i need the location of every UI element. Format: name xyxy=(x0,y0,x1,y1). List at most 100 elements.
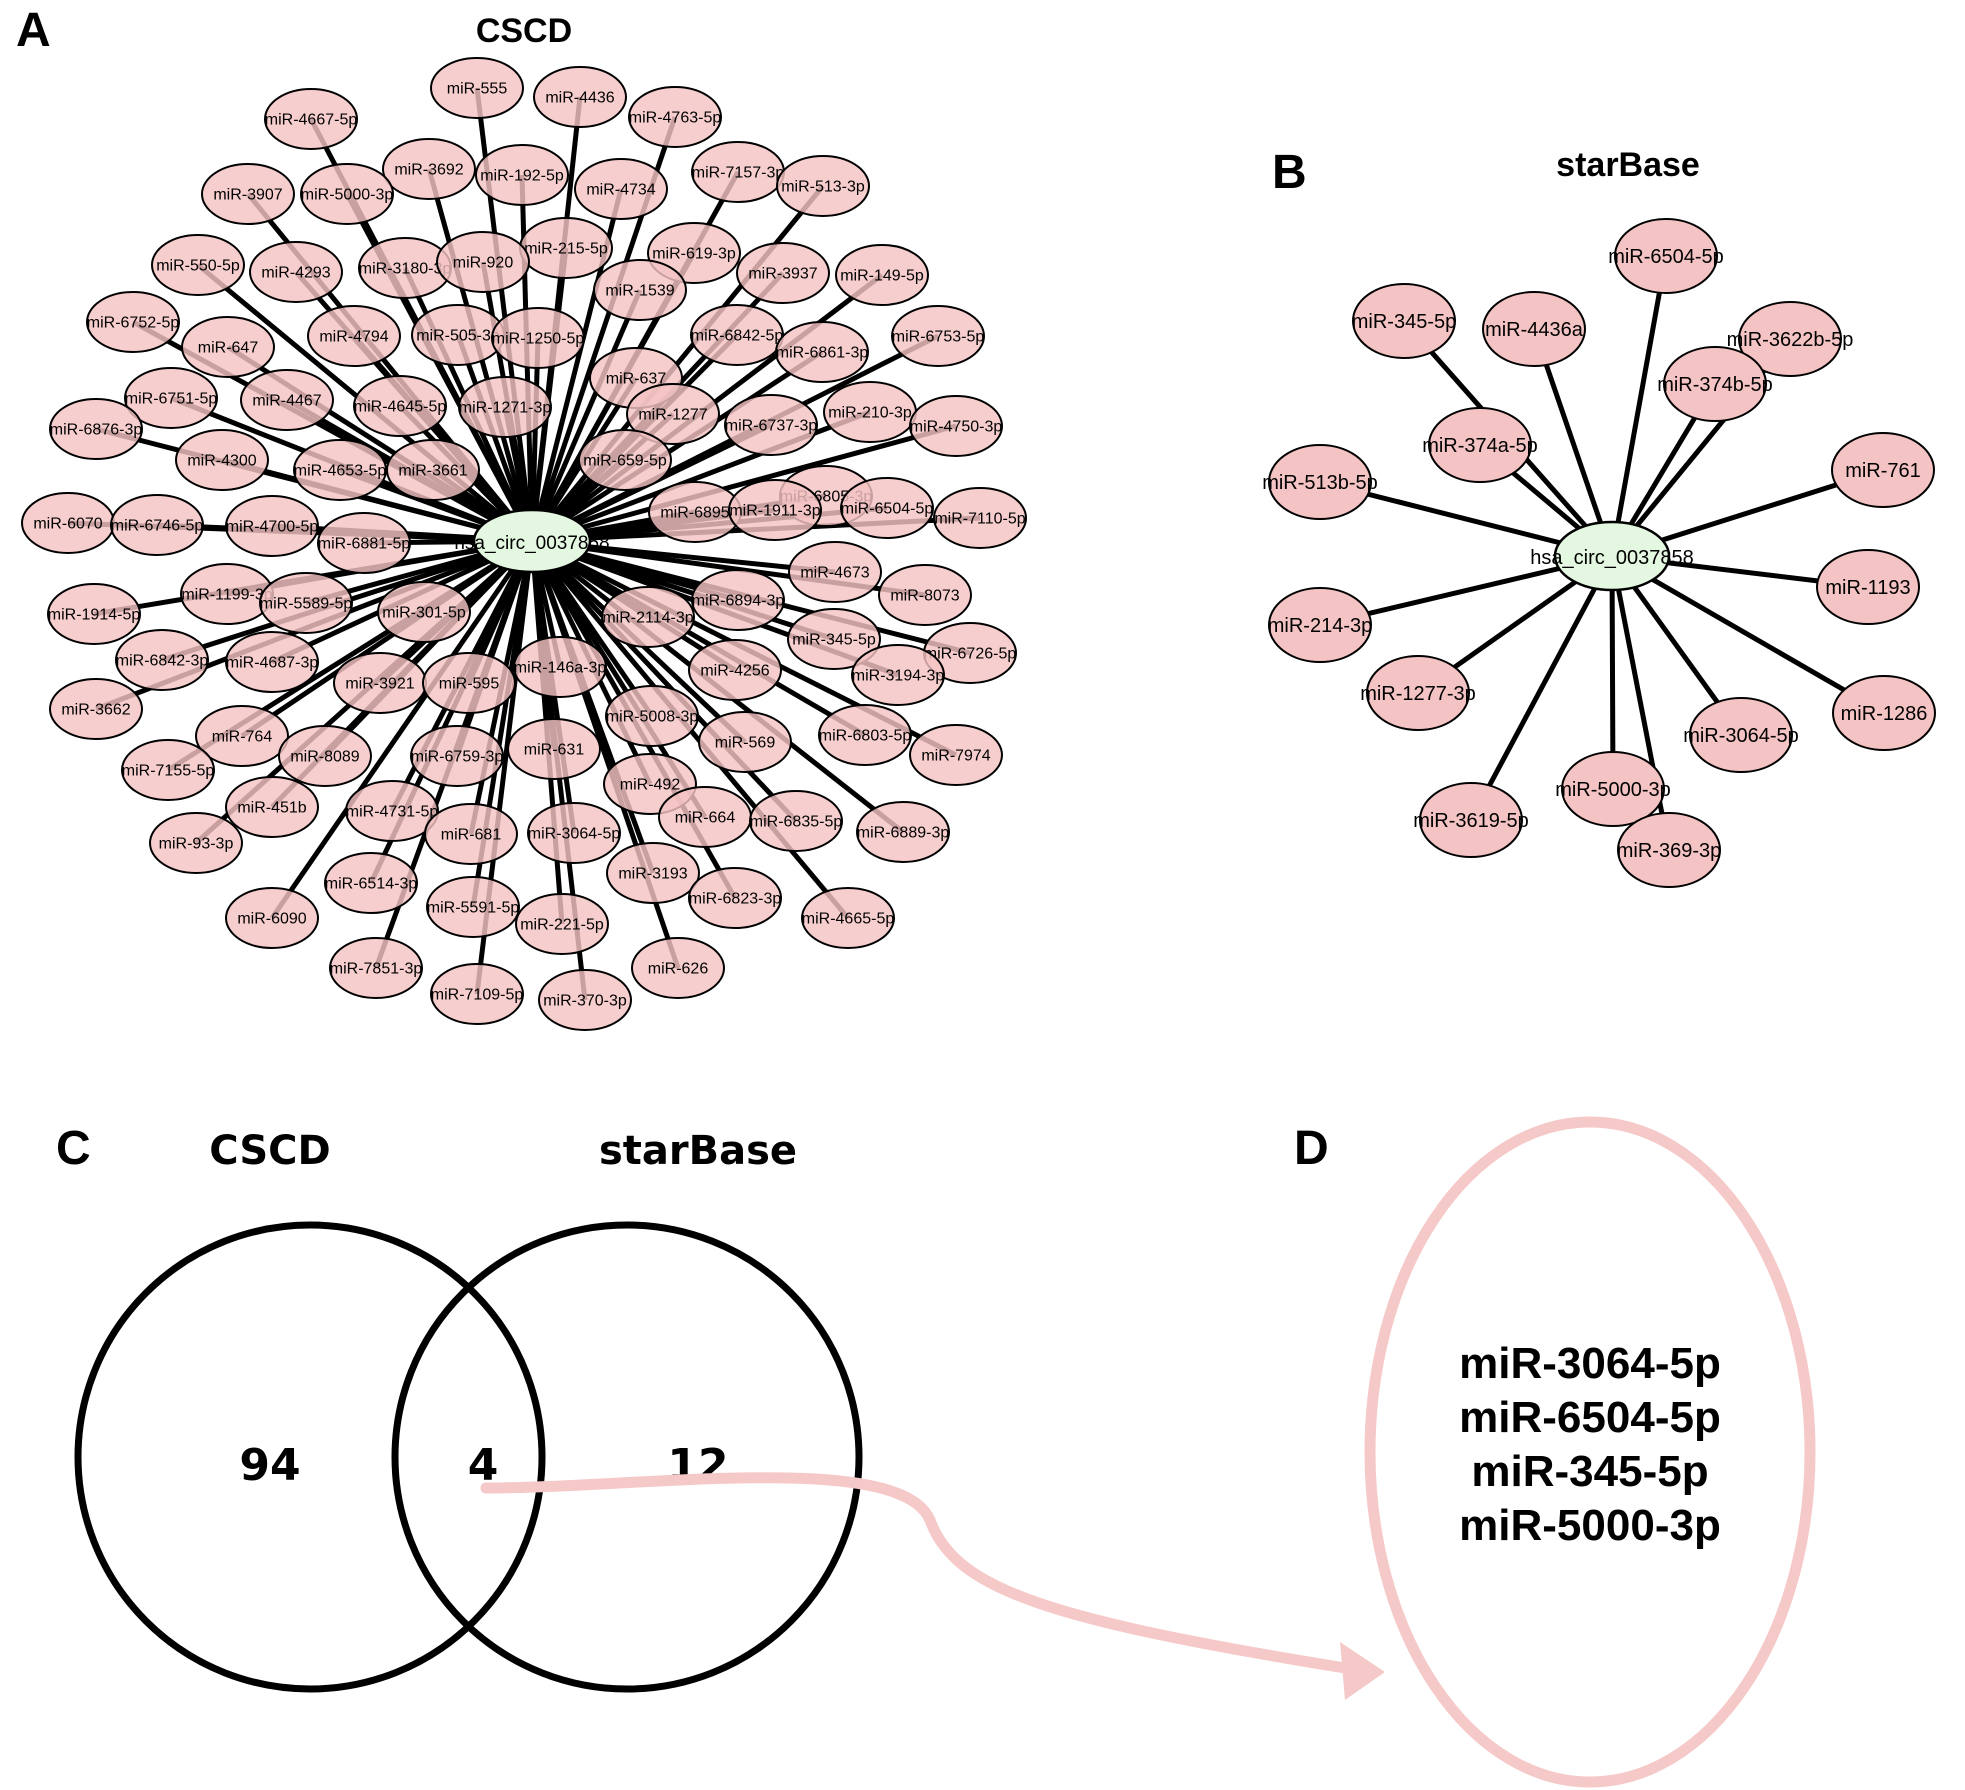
mirna-node: miR-505-3p xyxy=(411,304,505,366)
edge-miR-3619-5p xyxy=(1468,554,1615,822)
mirna-node: miR-6746-5p xyxy=(110,494,204,556)
mirna-node-ellipse xyxy=(788,541,882,603)
mirna-node-ellipse xyxy=(345,780,439,842)
edge-miR-6090 xyxy=(269,539,535,920)
mirna-node: miR-626 xyxy=(631,937,725,999)
mirna-node-ellipse xyxy=(909,395,1003,457)
mirna-node-ellipse xyxy=(264,88,358,150)
mirna-node-label: miR-647 xyxy=(198,340,259,357)
mirna-node-label: miR-1193 xyxy=(1825,577,1910,599)
edge-miR-6504-5p xyxy=(1609,255,1669,557)
mirna-node-ellipse xyxy=(1428,407,1532,483)
mirna-node-label: miR-6894-3p xyxy=(692,593,785,610)
mirna-node: miR-6823-3p xyxy=(688,867,782,929)
mirna-node: miR-8073 xyxy=(878,564,972,626)
mirna-node-label: miR-664 xyxy=(675,810,736,827)
overlap-mirna-4: miR-5000-3p xyxy=(1459,1501,1721,1550)
mirna-node: miR-215-5p xyxy=(519,217,613,279)
mirna-node-ellipse xyxy=(1268,587,1372,663)
mirna-node-label: miR-93-3p xyxy=(159,836,234,853)
mirna-node-label: miR-6737-3p xyxy=(725,418,818,435)
mirna-node-label: miR-681 xyxy=(441,827,502,844)
mirna-node-label: miR-6504-5p xyxy=(841,501,934,518)
mirna-node: miR-4665-5p xyxy=(801,887,895,949)
panel-a-title: CSCD xyxy=(476,12,572,50)
mirna-node-label: miR-6753-5p xyxy=(892,329,985,346)
mirna-node-label: miR-369-3p xyxy=(1617,840,1721,862)
mirna-node-label: miR-1914-5p xyxy=(48,607,141,624)
mirna-node-ellipse xyxy=(410,725,504,787)
mirna-node: miR-3193 xyxy=(606,842,700,904)
mirna-node: miR-761 xyxy=(1831,432,1935,508)
mirna-node-label: miR-637 xyxy=(606,371,667,388)
mirna-node-label: miR-3921 xyxy=(345,676,414,693)
mirna-node-ellipse xyxy=(422,652,516,714)
mirna-node: miR-4653-5p xyxy=(293,439,387,501)
mirna-node-label: miR-5008-3p xyxy=(606,709,699,726)
mirna-node-label: miR-4665-5p xyxy=(802,911,895,928)
mirna-node-ellipse xyxy=(801,887,895,949)
mirna-node-label: miR-6842-3p xyxy=(116,653,209,670)
mirna-node: miR-5591-5p xyxy=(426,876,520,938)
mirna-node: miR-6894-3p xyxy=(691,569,785,631)
mirna-node-ellipse xyxy=(249,241,343,303)
mirna-node: miR-7851-3p xyxy=(329,937,423,999)
mirna-node: miR-4687-3p xyxy=(225,631,319,693)
mirna-node-label: miR-1277-3p xyxy=(1360,683,1476,705)
edge-miR-5000-3p xyxy=(1609,555,1616,790)
mirna-node-ellipse xyxy=(1614,218,1718,294)
mirna-node: miR-3619-5p xyxy=(1413,782,1529,858)
mirna-node-ellipse xyxy=(507,718,601,780)
mirna-node-ellipse xyxy=(175,429,269,491)
mirna-node-ellipse xyxy=(1482,291,1586,367)
mirna-node: miR-5000-3p xyxy=(300,163,394,225)
mirna-node-ellipse xyxy=(324,852,418,914)
mirna-node-label: miR-513-3p xyxy=(781,179,865,196)
mirna-node-label: miR-6514-3p xyxy=(325,876,418,893)
edge-miR-215-5p xyxy=(529,247,569,542)
mirna-node-ellipse xyxy=(317,512,411,574)
mirna-node-ellipse xyxy=(424,803,518,865)
panel-c-venn: C CSCD starBase 94 4 12 xyxy=(56,1122,863,1693)
mirna-node: miR-513b-5p xyxy=(1262,444,1378,520)
mirna-node: miR-550-5p xyxy=(151,234,245,296)
mirna-node-label: miR-595 xyxy=(439,676,500,693)
panel-c-letter: C xyxy=(56,1122,91,1175)
mirna-node-label: miR-301-5p xyxy=(382,605,466,622)
mirna-node-ellipse xyxy=(436,231,530,293)
mirna-node-ellipse xyxy=(240,369,334,431)
mirna-node-ellipse xyxy=(856,801,950,863)
mirna-node-ellipse xyxy=(124,367,218,429)
venn-circle-starbase xyxy=(391,1221,863,1693)
mirna-node-label: miR-7109-5p xyxy=(431,987,524,1004)
mirna-node-label: miR-1911-3p xyxy=(729,503,820,520)
edge-miR-6803-5p xyxy=(530,538,867,738)
mirna-node-label: miR-6876-3p xyxy=(50,422,143,439)
mirna-node: miR-1539 xyxy=(593,259,687,321)
mirna-node-ellipse xyxy=(475,144,569,206)
mirna-node: miR-664 xyxy=(658,786,752,848)
mirna-node: miR-4700-5p xyxy=(225,495,319,557)
mirna-node: miR-345-5p xyxy=(787,608,881,670)
mirna-node: miR-6737-3p xyxy=(724,394,818,456)
mirna-node-label: miR-505-3p xyxy=(416,328,500,345)
mirna-node-label: miR-7974 xyxy=(921,748,990,765)
mirna-node-ellipse xyxy=(878,564,972,626)
mirna-node-ellipse xyxy=(491,307,585,369)
mirna-node-label: miR-550-5p xyxy=(156,258,240,275)
edge-miR-6861-3p xyxy=(530,349,824,544)
mirna-node-label: miR-6895 xyxy=(660,505,729,522)
mirna-node-label: miR-4794 xyxy=(319,329,388,346)
mirna-node-ellipse xyxy=(1366,655,1470,731)
mirna-node: miR-8089 xyxy=(278,725,372,787)
mirna-node-label: miR-4436a xyxy=(1485,319,1584,341)
mirna-node: miR-345-5p xyxy=(1352,283,1456,359)
mirna-node-ellipse xyxy=(724,394,818,456)
mirna-node-ellipse xyxy=(1419,782,1523,858)
mirna-node: miR-1193 xyxy=(1816,549,1920,625)
mirna-node: miR-4436a xyxy=(1482,291,1586,367)
mirna-node: miR-3661 xyxy=(386,439,480,501)
mirna-node: miR-647 xyxy=(181,316,275,378)
mirna-node-label: miR-3907 xyxy=(213,187,282,204)
